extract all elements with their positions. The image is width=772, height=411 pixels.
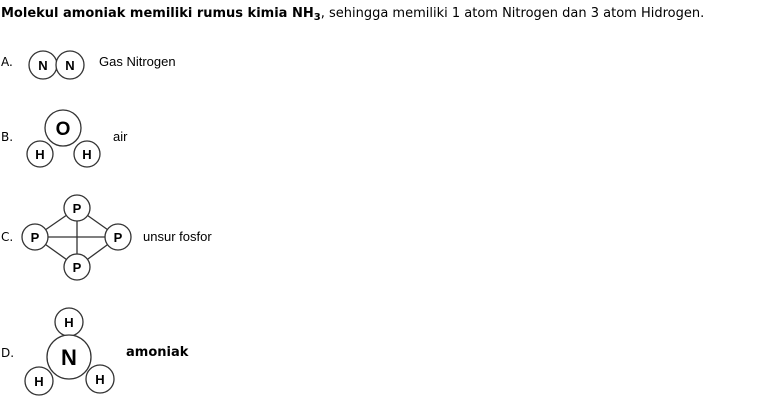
atom-circle bbox=[46, 334, 92, 380]
option-a-molecule: N N bbox=[28, 50, 85, 80]
atom-circle bbox=[21, 223, 49, 251]
atom-circle bbox=[44, 109, 82, 147]
question-rest-text: , sehingga memiliki 1 atom Nitrogen dan … bbox=[320, 6, 705, 21]
option-a-label: Gas Nitrogen bbox=[99, 54, 176, 69]
option-b-molecule: O H H bbox=[26, 109, 101, 168]
atom-circle bbox=[63, 194, 91, 222]
question-bold-text: Molekul amoniak memiliki rumus kimia NH bbox=[1, 6, 314, 21]
atom-label: O bbox=[56, 119, 71, 140]
atom-circle bbox=[26, 140, 54, 168]
question-bold: Molekul amoniak memiliki rumus kimia NH3 bbox=[1, 6, 321, 23]
atom-label: P bbox=[73, 260, 82, 275]
option-a-letter: A. bbox=[1, 55, 13, 69]
atom-label: H bbox=[35, 147, 44, 162]
question-text: Molekul amoniak memiliki rumus kimia NH3… bbox=[1, 6, 704, 23]
atom-label: H bbox=[34, 374, 43, 389]
atom-label: N bbox=[38, 58, 47, 73]
atom-label: N bbox=[65, 58, 74, 73]
option-c-label: unsur fosfor bbox=[143, 229, 212, 244]
atom-circle bbox=[85, 364, 115, 394]
atom-label: H bbox=[95, 372, 104, 387]
atom-circle bbox=[55, 50, 85, 80]
atom-label: P bbox=[31, 230, 40, 245]
option-d-label: amoniak bbox=[126, 345, 189, 360]
option-d-letter: D. bbox=[1, 346, 15, 360]
atom-label: N bbox=[61, 345, 77, 370]
option-c-molecule: P P P P bbox=[21, 194, 132, 281]
atom-circle bbox=[63, 253, 91, 281]
atom-label: P bbox=[114, 230, 123, 245]
atom-circle bbox=[73, 140, 101, 168]
atom-label: P bbox=[73, 201, 82, 216]
atom-label: H bbox=[82, 147, 91, 162]
option-b-label: air bbox=[113, 129, 128, 144]
atom-circle bbox=[24, 366, 54, 396]
formula-subscript: 3 bbox=[313, 12, 321, 23]
option-d-molecule: H N H H bbox=[24, 307, 115, 396]
option-b-letter: B. bbox=[1, 130, 14, 144]
atom-label: H bbox=[64, 315, 73, 330]
atom-circle bbox=[104, 223, 132, 251]
option-c-letter: C. bbox=[1, 230, 14, 244]
